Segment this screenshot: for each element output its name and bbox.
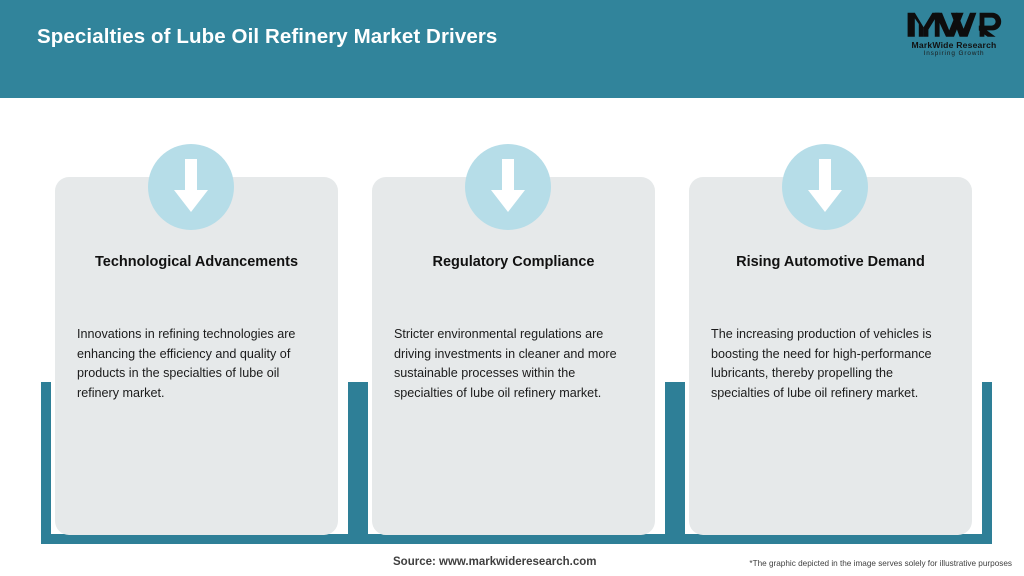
arrow-down-icon xyxy=(465,144,551,230)
logo-company-name: MarkWide Research xyxy=(911,40,997,50)
card-title: Technological Advancements xyxy=(94,254,299,270)
driver-card-2[interactable]: Regulatory Compliance Stricter environme… xyxy=(358,98,675,548)
page-title: Specialties of Lube Oil Refinery Market … xyxy=(37,25,498,48)
arrow-down-glyph xyxy=(491,159,525,212)
card-panel: Rising Automotive Demand The increasing … xyxy=(689,177,972,535)
card-panel: Technological Advancements Innovations i… xyxy=(55,177,338,535)
card-title: Rising Automotive Demand xyxy=(736,254,925,270)
logo-tagline: Inspiring Growth xyxy=(923,50,985,58)
card-title: Regulatory Compliance xyxy=(432,254,595,270)
card-body-text: The increasing production of vehicles is… xyxy=(711,327,932,400)
card-frame-accent xyxy=(41,382,358,544)
card-frame-accent xyxy=(358,382,675,544)
driver-card-3[interactable]: Rising Automotive Demand The increasing … xyxy=(675,98,992,548)
card-panel: Regulatory Compliance Stricter environme… xyxy=(372,177,655,535)
source-label: Source: www.markwideresearch.com xyxy=(393,556,597,568)
driver-card-1[interactable]: Technological Advancements Innovations i… xyxy=(41,98,358,548)
arrow-down-glyph xyxy=(174,159,208,212)
disclaimer-note: *The graphic depicted in the image serve… xyxy=(749,559,1012,568)
arrow-down-glyph xyxy=(808,159,842,212)
header-bar: Specialties of Lube Oil Refinery Market … xyxy=(0,0,1024,98)
card-body-text: Stricter environmental regulations are d… xyxy=(394,327,617,400)
arrow-down-icon xyxy=(782,144,868,230)
mwr-logo-icon xyxy=(907,12,1002,37)
card-frame-accent xyxy=(675,382,992,544)
driver-cards-row: Technological Advancements Innovations i… xyxy=(0,98,1024,576)
card-body-text: Innovations in refining technologies are… xyxy=(77,327,296,400)
arrow-down-icon xyxy=(148,144,234,230)
brand-logo: MarkWide Research Inspiring Growth xyxy=(898,8,1010,64)
